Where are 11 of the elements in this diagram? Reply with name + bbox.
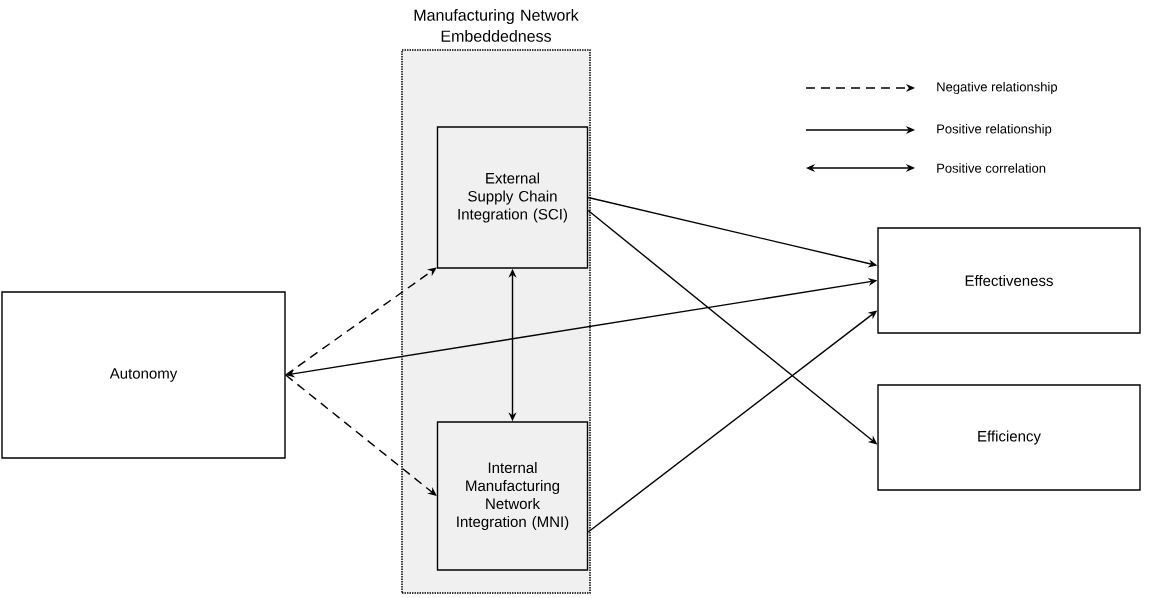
- legend-text: Negative relationship: [937, 81, 1058, 95]
- process-box: Efficiency: [877, 384, 1141, 491]
- process-box: External Supply Chain Integration (SCI): [436, 126, 589, 269]
- process-box: Effectiveness: [877, 227, 1141, 334]
- node-label: Manufacturing Network Embeddedness: [414, 9, 579, 42]
- arrow: [285, 267, 437, 376]
- legend-text: Positive relationship: [937, 123, 1052, 137]
- legend-text: Positive correlation: [937, 163, 1046, 173]
- arrow: [285, 374, 437, 496]
- process-box: Internal Manufacturing Network Integration (MNI): [436, 421, 589, 571]
- process-box: Autonomy: [1, 291, 286, 459]
